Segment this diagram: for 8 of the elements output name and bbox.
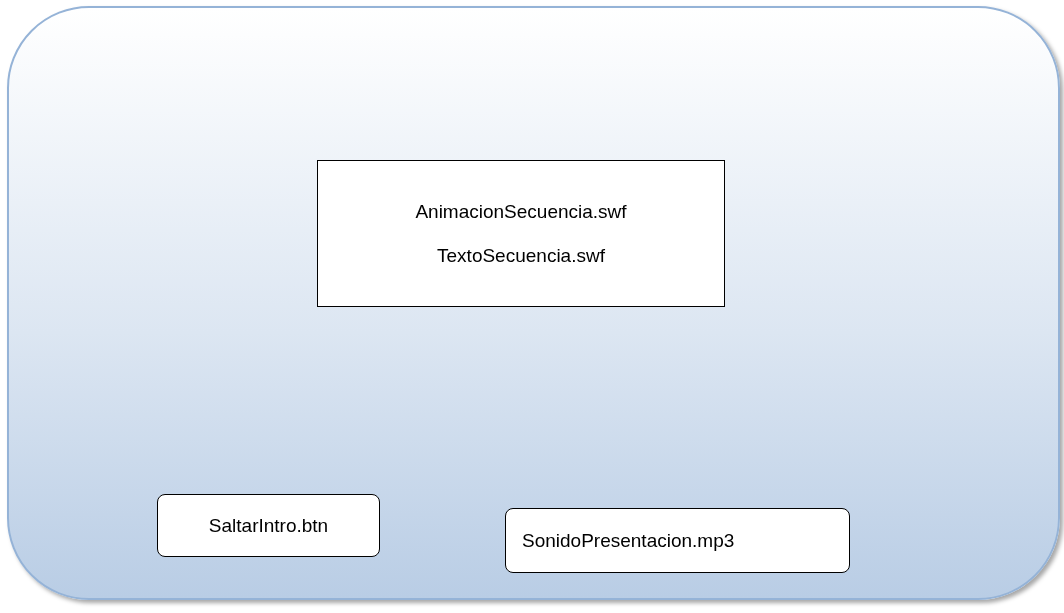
file-name: SonidoPresentacion.mp3 [522,529,735,552]
panel-background [7,6,1060,600]
file-name: TextoSecuencia.swf [437,244,605,267]
file-name: SaltarIntro.btn [208,514,329,537]
file-box [157,494,380,557]
file-box [505,508,850,573]
file-name: AnimacionSecuencia.swf [415,200,627,223]
file-box [317,160,725,307]
